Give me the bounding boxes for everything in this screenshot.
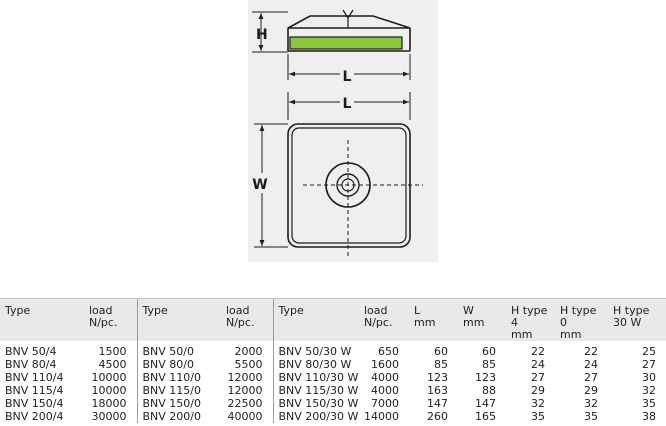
header-load-30: load N/pc.: [359, 298, 409, 341]
cell-type-30: BNV 200/30 W: [272, 410, 359, 423]
cell-h-type-30: 25: [642, 345, 656, 358]
cell-h-type-4: 24: [531, 358, 545, 371]
cell-load-0: 12000: [227, 371, 263, 384]
cell-h-type-0: 24: [584, 358, 598, 371]
side-view: [287, 9, 411, 52]
cell-type-4: BNV 115/4: [5, 384, 64, 397]
cell-load-0: 5500: [234, 358, 263, 371]
cell-h-type-0: 22: [584, 345, 598, 358]
height-label: H: [256, 27, 268, 43]
header-width: W mm: [458, 298, 506, 341]
cell-length: 123: [427, 371, 448, 384]
cell-load-4: 10000: [91, 371, 127, 384]
cell-load-4: 1500: [98, 345, 127, 358]
cell-h-type-4: 22: [531, 345, 545, 358]
cell-length: 163: [427, 384, 448, 397]
cell-type-4: BNV 110/4: [5, 371, 64, 384]
cell-type-4: BNV 50/4: [5, 345, 57, 358]
cell-type-30: BNV 50/30 W: [272, 341, 359, 358]
cell-h-type-4: 29: [531, 384, 545, 397]
cell-width: 88: [482, 384, 496, 397]
cell-type-4: BNV 80/4: [5, 358, 57, 371]
header-type-4: Type: [0, 298, 84, 341]
cell-type-4: BNV 200/4: [5, 410, 64, 423]
cell-type-4: BNV 150/4: [5, 397, 64, 410]
cell-load-30: 4000: [371, 384, 399, 397]
cell-load-30: 4000: [371, 371, 399, 384]
side-length-label: L: [343, 69, 352, 85]
cell-width: 165: [475, 410, 496, 423]
cell-type-30: BNV 150/30 W: [272, 397, 359, 410]
cell-load-0: 2000: [234, 345, 263, 358]
header-load-0: load N/pc.: [221, 298, 273, 341]
cell-h-type-0: 32: [584, 397, 598, 410]
table-header-row: Type load N/pc. Type load N/pc. Type loa…: [0, 298, 666, 341]
cell-h-type-30: 38: [642, 410, 656, 423]
cell-length: 147: [427, 397, 448, 410]
cell-type-0: BNV 110/0: [136, 371, 221, 384]
header-h-type-4: H type 4 mm: [506, 298, 555, 341]
cell-load-0: 12000: [227, 384, 263, 397]
cell-width: 147: [475, 397, 496, 410]
cell-length: 60: [434, 345, 448, 358]
table-row: BNV 150/4 18000 BNV 150/0 22500 BNV 150/30 W…: [0, 397, 666, 410]
cell-load-4: 4500: [98, 358, 127, 371]
cell-h-type-4: 32: [531, 397, 545, 410]
cell-type-30: BNV 110/30 W: [272, 371, 359, 384]
table-row: BNV 50/4 1500 BNV 50/0 2000 BNV 50/30 W 650 60…: [0, 341, 666, 358]
width-label: W: [252, 177, 267, 193]
top-length-label: L: [343, 96, 352, 112]
header-length: L mm: [409, 298, 458, 341]
cell-load-30: 7000: [371, 397, 399, 410]
cell-load-30: 650: [378, 345, 399, 358]
cell-load-30: 14000: [364, 410, 399, 423]
magnet-layer: [289, 36, 403, 50]
cell-h-type-30: 32: [642, 384, 656, 397]
cell-type-0: BNV 150/0: [136, 397, 221, 410]
height-dimension: [252, 11, 288, 53]
cell-h-type-4: 27: [531, 371, 545, 384]
table-row: BNV 110/4 10000 BNV 110/0 12000 BNV 110/30 W…: [0, 371, 666, 384]
table-row: BNV 80/4 4500 BNV 80/0 5500 BNV 80/30 W 1600 8…: [0, 358, 666, 371]
technical-drawing: H L L W: [248, 0, 438, 262]
cell-type-0: BNV 115/0: [136, 384, 221, 397]
cell-type-30: BNV 80/30 W: [272, 358, 359, 371]
header-h-type-0: H type 0 mm: [555, 298, 608, 341]
cell-type-0: BNV 50/0: [136, 341, 221, 358]
cell-type-0: BNV 200/0: [136, 410, 221, 423]
cell-h-type-4: 35: [531, 410, 545, 423]
header-load-4: load N/pc.: [84, 298, 137, 341]
header-h-type-30: H type 30 W: [608, 298, 666, 341]
cell-load-4: 30000: [91, 410, 127, 423]
cell-load-4: 18000: [91, 397, 127, 410]
spec-table: Type load N/pc. Type load N/pc. Type loa…: [0, 298, 666, 423]
cell-width: 60: [482, 345, 496, 358]
cell-length: 85: [434, 358, 448, 371]
cell-h-type-0: 27: [584, 371, 598, 384]
cell-h-type-30: 30: [642, 371, 656, 384]
cell-h-type-30: 27: [642, 358, 656, 371]
cell-load-0: 22500: [227, 397, 263, 410]
cell-load-30: 1600: [371, 358, 399, 371]
table-row: BNV 200/4 30000 BNV 200/0 40000 BNV 200/30 W…: [0, 410, 666, 423]
cell-h-type-0: 29: [584, 384, 598, 397]
cell-type-30: BNV 115/30 W: [272, 384, 359, 397]
cell-width: 85: [482, 358, 496, 371]
cell-load-4: 10000: [91, 384, 127, 397]
table-row: BNV 115/4 10000 BNV 115/0 12000 BNV 115/30 W…: [0, 384, 666, 397]
header-type-30: Type: [272, 298, 359, 341]
cell-h-type-30: 35: [642, 397, 656, 410]
top-view: [287, 123, 423, 258]
cell-load-0: 40000: [227, 410, 263, 423]
header-type-0: Type: [136, 298, 221, 341]
cell-type-0: BNV 80/0: [136, 358, 221, 371]
cell-length: 260: [427, 410, 448, 423]
cell-h-type-0: 35: [584, 410, 598, 423]
cell-width: 123: [475, 371, 496, 384]
